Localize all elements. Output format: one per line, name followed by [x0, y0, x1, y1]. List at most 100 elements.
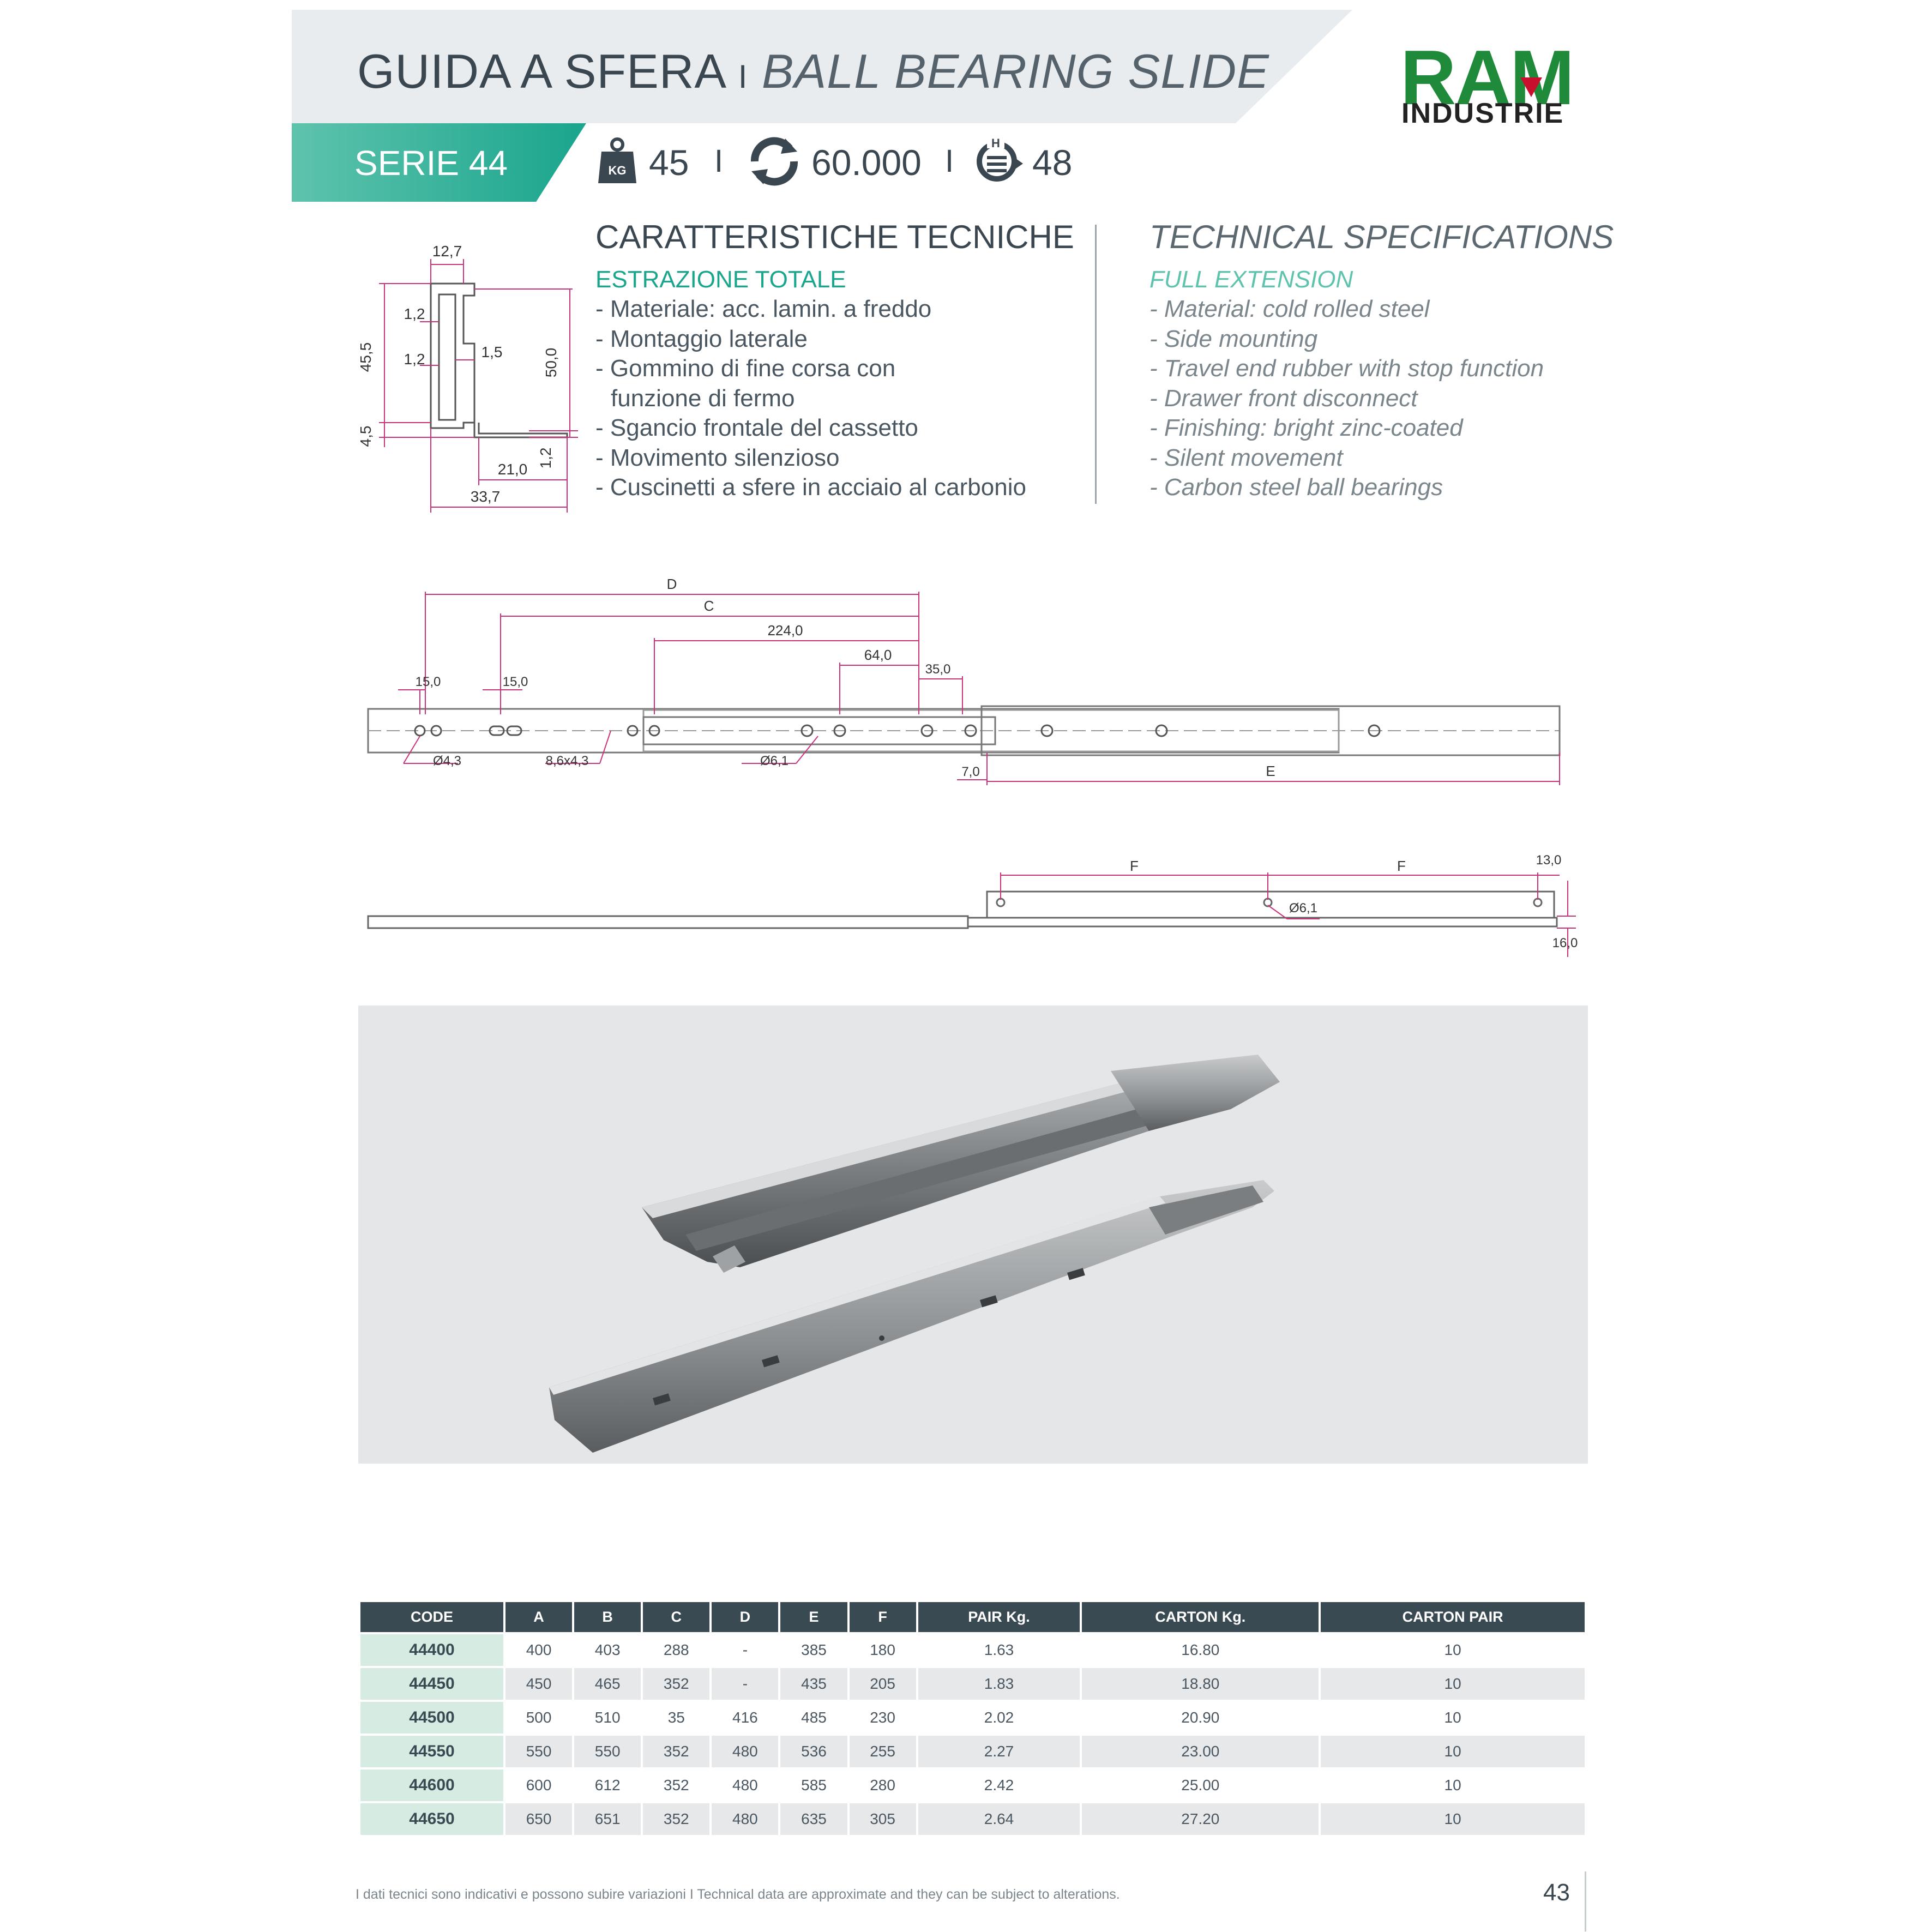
- stat-separator: I: [945, 143, 954, 179]
- table-cell: 550: [505, 1736, 573, 1767]
- spec-item: - Silent movement: [1149, 444, 1343, 471]
- dim-15-right: 15,0: [503, 675, 528, 689]
- footer-divider: [1585, 1871, 1586, 1931]
- title-italian: GUIDA A SFERA: [357, 44, 725, 98]
- dim-c: C: [704, 598, 714, 614]
- table-cell: 352: [643, 1803, 710, 1835]
- brand-logo: RAM: [1400, 39, 1574, 117]
- side-view-drawing: D C 224,0 64,0 35,0 15,0 15,0 Ø4,3 8,6x4…: [367, 576, 1561, 785]
- table-cell: 612: [594, 1777, 621, 1793]
- table-cell: 400: [526, 1641, 552, 1658]
- table-cell: 585: [801, 1777, 827, 1793]
- table-cell: 403: [594, 1641, 621, 1658]
- dim-f1: F: [1130, 858, 1139, 874]
- dim-e: E: [1266, 763, 1275, 779]
- specs-list-it: - Materiale: acc. lamin. a freddo - Mont…: [595, 294, 1026, 503]
- dim-top: 12,7: [432, 243, 462, 260]
- table-cell: 27.20: [1082, 1803, 1319, 1835]
- dim-height-left: 45,5: [357, 342, 374, 372]
- table-cell: 2.27: [918, 1736, 1080, 1767]
- table-cell: 536: [780, 1736, 847, 1767]
- cell-code: 44600: [360, 1770, 503, 1801]
- dim-f2: F: [1397, 858, 1406, 874]
- table-cell: 18.80: [1082, 1668, 1319, 1700]
- dim-inner3: 1,2: [404, 351, 425, 368]
- table-cell: 480: [712, 1736, 779, 1767]
- table-cell: 10: [1444, 1709, 1461, 1726]
- dim-15-left: 15,0: [416, 675, 441, 689]
- dim-16: 16,0: [1552, 936, 1578, 950]
- spec-item: - Materiale: acc. lamin. a freddo: [595, 296, 932, 322]
- table-cell: 385: [801, 1641, 827, 1658]
- dim-hole-top: Ø6,1: [1289, 901, 1317, 916]
- table-cell: 280: [870, 1777, 895, 1793]
- table-cell: 10: [1321, 1668, 1585, 1700]
- table-cell: 16.80: [1181, 1641, 1220, 1658]
- specs-heading-it: CARATTERISTICHE TECNICHE: [595, 219, 1074, 255]
- title-separator: I: [738, 58, 748, 95]
- spec-item: - Montaggio laterale: [595, 325, 808, 352]
- spec-item: - Travel end rubber with stop function: [1149, 355, 1544, 382]
- table-cell: 352: [643, 1736, 710, 1767]
- header-carton-pair: CARTON PAIR: [1321, 1602, 1585, 1632]
- header-d: D: [712, 1602, 779, 1632]
- logo-subtitle: INDUSTRIE: [1401, 98, 1564, 129]
- spec-item: - Finishing: bright zinc-coated: [1149, 414, 1463, 441]
- product-table: CODE A B C D E F PAIR Kg. CARTON Kg. CAR…: [358, 1600, 1587, 1837]
- table-cell: 480: [712, 1803, 779, 1835]
- table-row: 44400 400 403 288 - 385 180 1.63 16.80 1…: [360, 1634, 1585, 1666]
- table-cell: 480: [732, 1777, 758, 1793]
- dim-224: 224,0: [767, 622, 803, 639]
- table-cell: 600: [526, 1777, 552, 1793]
- page-number: 43: [1543, 1879, 1570, 1906]
- table-cell: 352: [643, 1668, 710, 1700]
- table-cell: 450: [505, 1668, 573, 1700]
- specs-subheading-en: FULL EXTENSION: [1149, 266, 1353, 293]
- table-cell: 416: [732, 1709, 758, 1726]
- specs-subheading-it: ESTRAZIONE TOTALE: [595, 266, 846, 293]
- table-cell: 651: [574, 1803, 641, 1835]
- dim-d: D: [667, 576, 677, 592]
- dim-inner2: 1,5: [482, 344, 503, 360]
- header-code: CODE: [360, 1602, 503, 1632]
- spec-item: - Drawer front disconnect: [1149, 384, 1418, 412]
- header-pair-kg: PAIR Kg.: [918, 1602, 1080, 1632]
- table-cell: 465: [574, 1668, 641, 1700]
- cycles-icon: [750, 137, 798, 186]
- profile-drawing: 12,7 1,2 1,5 1,2 45,5 50,0 4,5 1,2 21,0 …: [357, 243, 578, 513]
- table-cell: 288: [663, 1641, 689, 1658]
- load-value: 45: [649, 142, 689, 183]
- table-cell: 10: [1444, 1641, 1461, 1658]
- table-cell: 485: [801, 1709, 827, 1726]
- dim-bottom-right: 1,2: [537, 448, 554, 469]
- cell-code: 44550: [360, 1736, 503, 1767]
- header-f: F: [849, 1602, 916, 1632]
- cycles-value: 60.000: [811, 142, 922, 183]
- table-cell: 550: [574, 1736, 641, 1767]
- page-title: GUIDA A SFERA I BALL BEARING SLIDE: [357, 44, 1269, 99]
- serie-label: SERIE 44: [354, 143, 508, 183]
- table-cell: 10: [1444, 1777, 1461, 1793]
- specs-heading-en: TECHNICAL SPECIFICATIONS: [1149, 219, 1614, 255]
- table-cell: 435: [780, 1668, 847, 1700]
- stat-separator: I: [714, 143, 724, 179]
- header-e: E: [780, 1602, 847, 1632]
- table-row: 44650 650 651 352 480 635 305 2.64 27.20…: [360, 1803, 1585, 1835]
- dim-foot: 21,0: [498, 461, 528, 478]
- table-cell: 255: [849, 1736, 916, 1767]
- dim-13: 13,0: [1536, 853, 1562, 868]
- dim-slot: 8,6x4,3: [546, 754, 589, 768]
- table-cell: -: [742, 1641, 748, 1658]
- spec-item: - Carbon steel ball bearings: [1149, 474, 1443, 501]
- title-english: BALL BEARING SLIDE: [761, 44, 1269, 98]
- header-b: B: [574, 1602, 641, 1632]
- table-cell: 635: [780, 1803, 847, 1835]
- table-cell: 352: [663, 1777, 689, 1793]
- height-icon: H: [977, 136, 1023, 182]
- dim-inner1: 1,2: [404, 305, 425, 322]
- spec-item: funzione di fermo: [611, 384, 795, 412]
- spec-item: - Gommino di fine corsa con: [595, 355, 896, 382]
- cell-code: 44450: [360, 1668, 503, 1700]
- spec-item: - Movimento silenzioso: [595, 444, 840, 471]
- weight-unit: KG: [609, 164, 627, 177]
